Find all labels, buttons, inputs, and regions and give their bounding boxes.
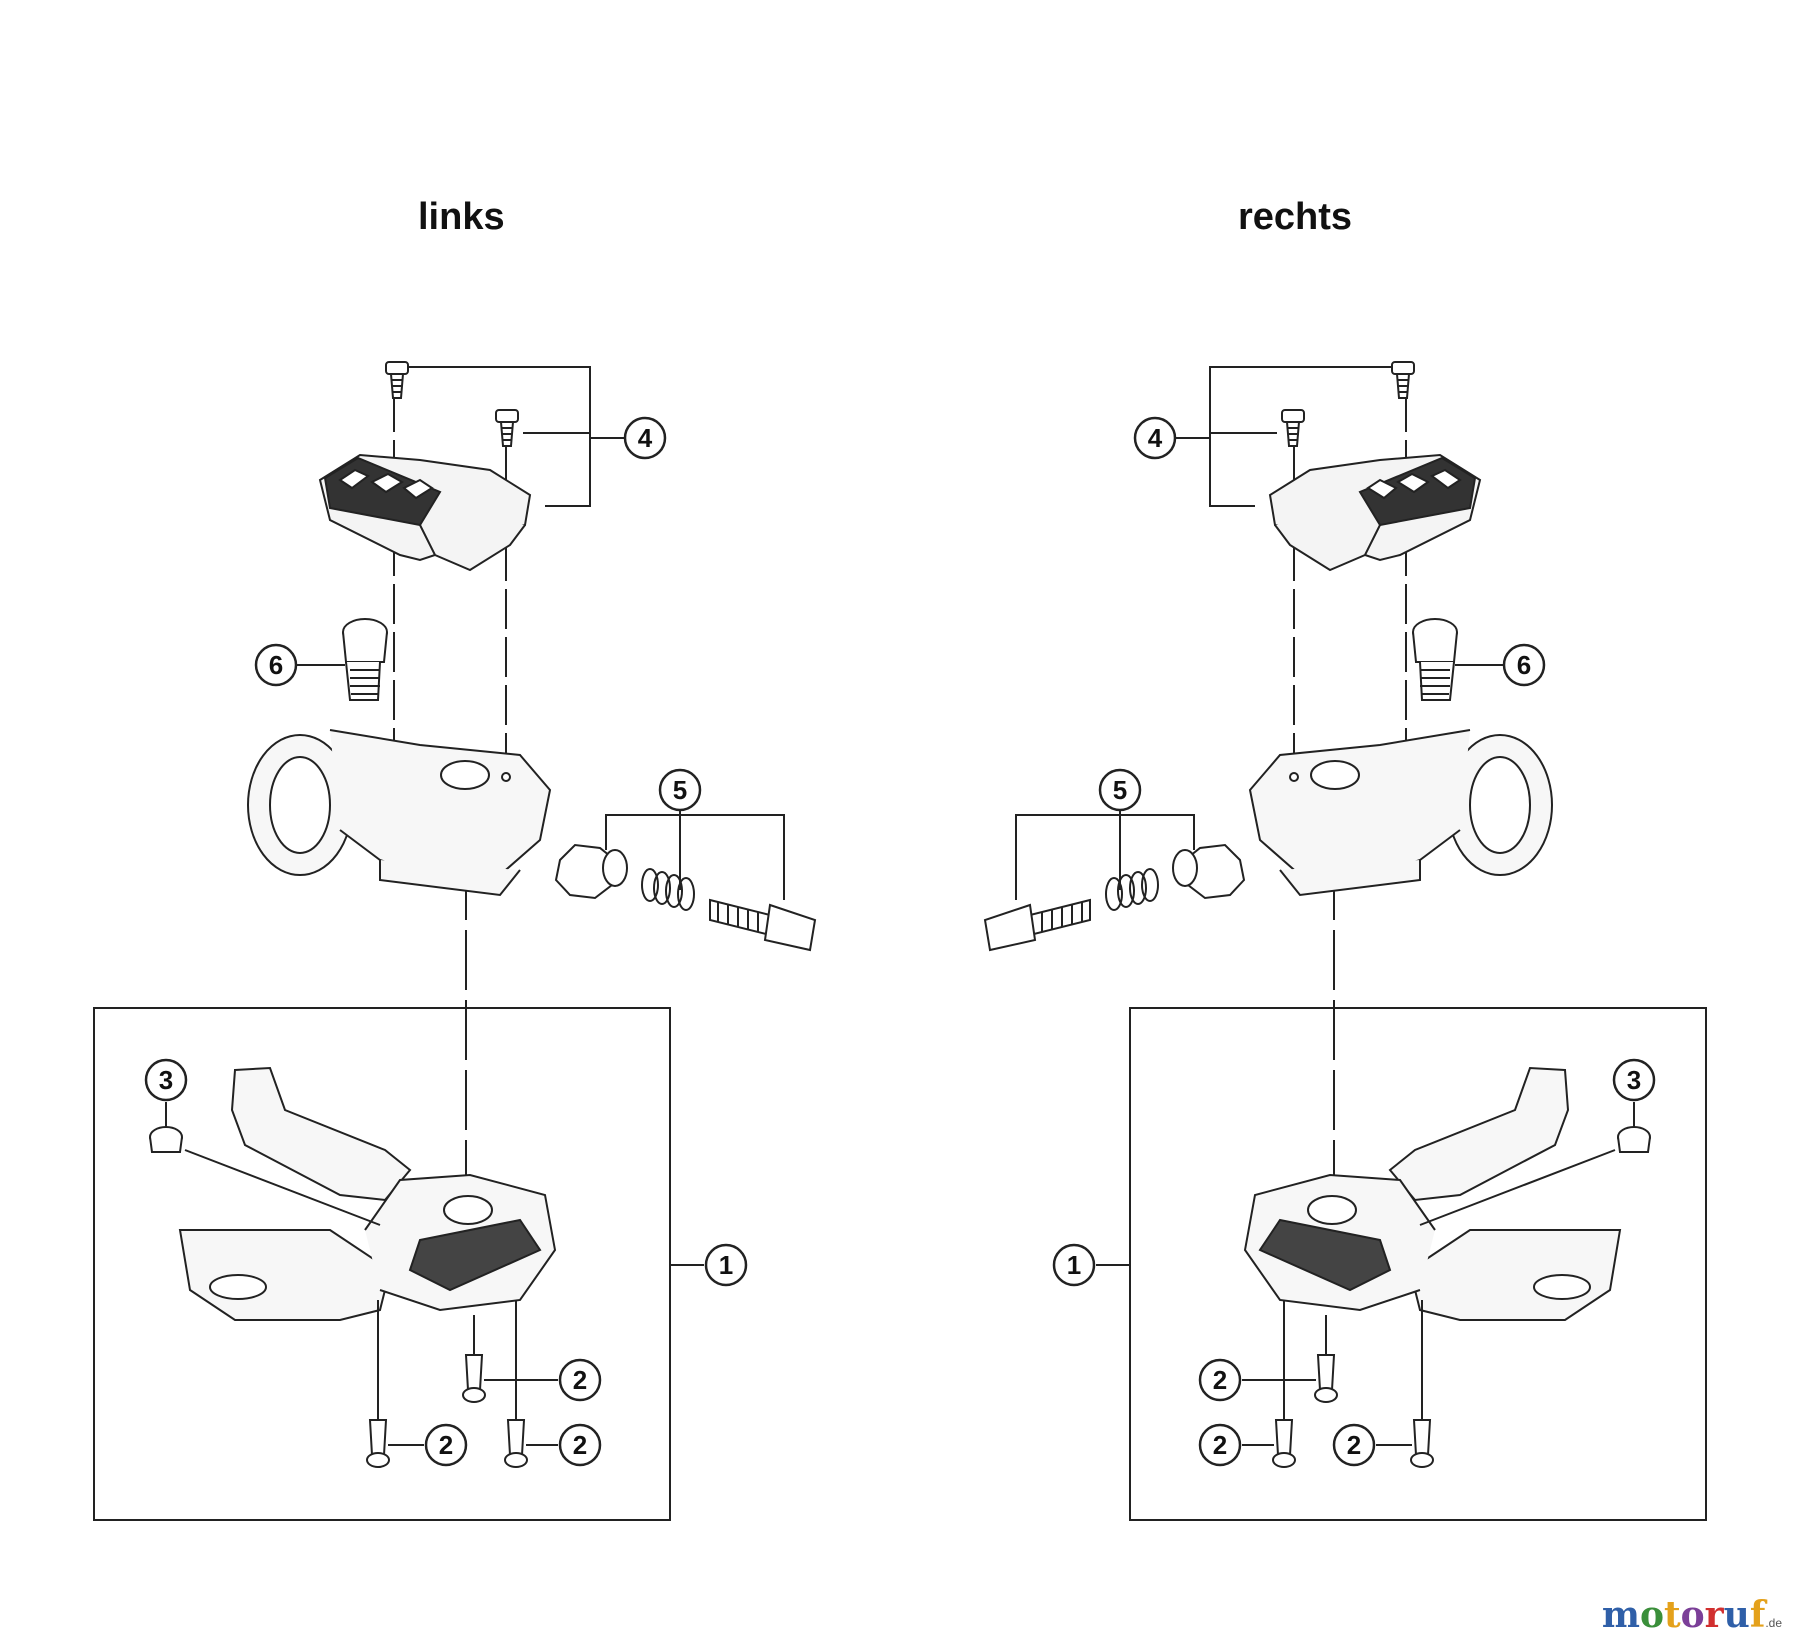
callout-left-2a: 2 [558,1358,602,1402]
callout-left-2a-label: 2 [573,1365,587,1395]
callout-left-2b-label: 2 [439,1430,453,1460]
callout-left-2c: 2 [558,1423,602,1467]
watermark-letter: o [1680,1594,1705,1636]
screw-part2-left-a [462,1354,486,1403]
callout-left-6: 6 [254,643,298,687]
callout-left-6-label: 6 [269,650,283,680]
callout-right-2c-label: 2 [1213,1430,1227,1460]
watermark-letter: o [1639,1594,1664,1636]
callout-right-3-label: 3 [1627,1065,1641,1095]
callout-right-6-label: 6 [1517,650,1531,680]
callout-left-2c-label: 2 [573,1430,587,1460]
callout-right-2c: 2 [1198,1423,1242,1467]
plug-part3-left [149,1126,183,1153]
watermark-suffix: .de [1765,1616,1782,1630]
screw-part2-left-b [366,1419,390,1468]
watermark-logo: motoruf.de [1602,1594,1782,1636]
callout-right-2b-label: 2 [1347,1430,1361,1460]
left-shifter-assembly [93,361,817,1521]
callout-left-3: 3 [144,1058,188,1102]
adjuster-nut-left [554,843,628,900]
heading-right: rechts [1238,196,1353,238]
callout-right-4: 4 [1133,416,1177,460]
trigger-lever-left [178,1066,557,1321]
callout-left-1: 1 [704,1243,748,1287]
screw-part4-a [385,361,409,399]
right-shifter-assembly [983,361,1707,1521]
callout-left-3-label: 3 [159,1065,173,1095]
screw-part2-left-c [504,1419,528,1468]
callout-left-1-label: 1 [719,1250,733,1280]
callout-left-4: 4 [623,416,667,460]
watermark-letter: f [1749,1594,1766,1636]
callout-left-4-label: 4 [638,423,653,453]
clamp-bolt-left [342,618,388,701]
callout-right-3: 3 [1612,1058,1656,1102]
heading-left: links [418,196,505,238]
clamp-body-left [247,729,552,897]
indicator-cover-left [318,453,532,572]
spring-left [641,868,695,911]
adjuster-barrel-left [709,898,817,952]
watermark-letter: r [1704,1594,1724,1636]
callout-right-5-label: 5 [1113,775,1127,805]
callout-right-4-label: 4 [1148,423,1163,453]
callout-left-5-label: 5 [673,775,687,805]
watermark-letter: u [1723,1594,1750,1636]
watermark-letter: t [1664,1594,1681,1636]
callout-right-5: 5 [1098,768,1142,812]
watermark-letter: m [1601,1594,1640,1636]
callout-right-2b: 2 [1332,1423,1376,1467]
callout-right-1-label: 1 [1067,1250,1081,1280]
screw-part4-b [495,409,519,447]
callout-left-5: 5 [658,768,702,812]
callout-right-1: 1 [1052,1243,1096,1287]
callout-right-2a-label: 2 [1213,1365,1227,1395]
callout-right-6: 6 [1502,643,1546,687]
callout-left-2b: 2 [424,1423,468,1467]
callout-right-2a: 2 [1198,1358,1242,1402]
